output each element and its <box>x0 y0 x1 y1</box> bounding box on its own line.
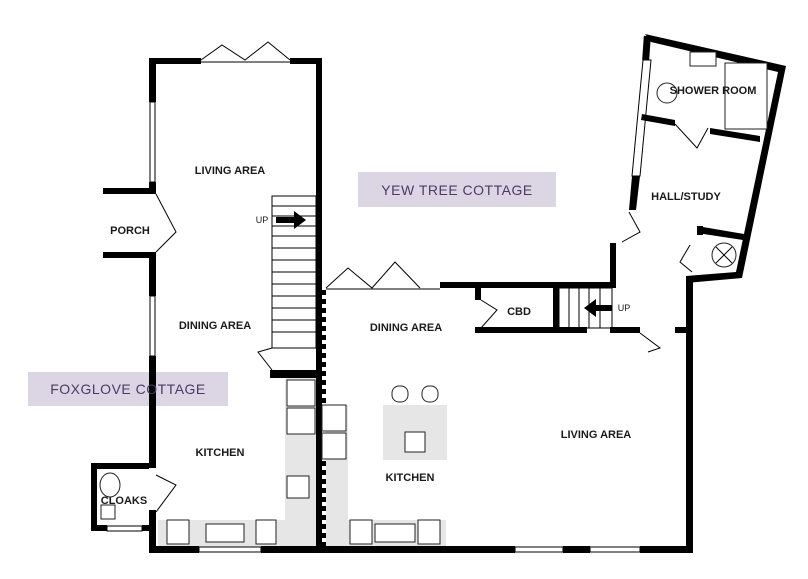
yew-tree-cottage-label: YEW TREE COTTAGE <box>381 182 532 198</box>
stool-icon <box>391 385 409 403</box>
room-dining-area: DINING AREA <box>179 320 251 332</box>
room-shower-room: SHOWER ROOM <box>670 85 757 97</box>
yew-tree-stairs <box>558 287 613 329</box>
fridge-icon <box>321 404 347 432</box>
foxglove-cottage-label: FOXGLOVE COTTAGE <box>50 381 206 397</box>
room-living-area: LIVING AREA <box>195 165 266 177</box>
yew-tree-label-box <box>358 172 556 207</box>
foxglove-walls <box>91 41 322 553</box>
room-kitchen: KITCHEN <box>196 447 245 459</box>
room-living-area: LIVING AREA <box>561 429 632 441</box>
arrow-right-icon <box>276 211 306 229</box>
room-hall-study: HALL/STUDY <box>651 191 721 203</box>
room-cbd: CBD <box>507 306 531 318</box>
stool-icon <box>421 385 439 403</box>
hob-icon <box>286 475 310 499</box>
sink-icon <box>374 523 416 543</box>
washer-icon <box>255 519 277 545</box>
foxglove-label-box <box>28 372 228 406</box>
yew-tree-walls <box>321 34 786 553</box>
basin-icon <box>100 504 116 520</box>
room-cloaks: CLOAKS <box>101 495 147 507</box>
arrow-left-icon <box>584 299 612 317</box>
room-kitchen: KITCHEN <box>386 472 435 484</box>
toilet-icon <box>656 82 678 104</box>
oven-icon <box>417 519 441 545</box>
toilet-icon <box>99 472 121 498</box>
stairs-up-label: UP <box>618 303 631 313</box>
hob-icon <box>404 431 426 453</box>
stairs-up-label: UP <box>256 215 269 225</box>
dishwasher-icon <box>286 407 316 435</box>
room-dining-area: DINING AREA <box>370 322 442 334</box>
foxglove-stairs <box>271 195 317 349</box>
washer-icon <box>349 519 373 545</box>
shower-tray-icon <box>724 62 768 130</box>
dishwasher-icon <box>321 432 347 460</box>
fridge-icon <box>286 379 316 407</box>
sink-icon <box>205 523 245 543</box>
room-porch: PORCH <box>110 225 150 237</box>
basin-icon <box>689 51 717 67</box>
oven-icon <box>166 519 190 545</box>
